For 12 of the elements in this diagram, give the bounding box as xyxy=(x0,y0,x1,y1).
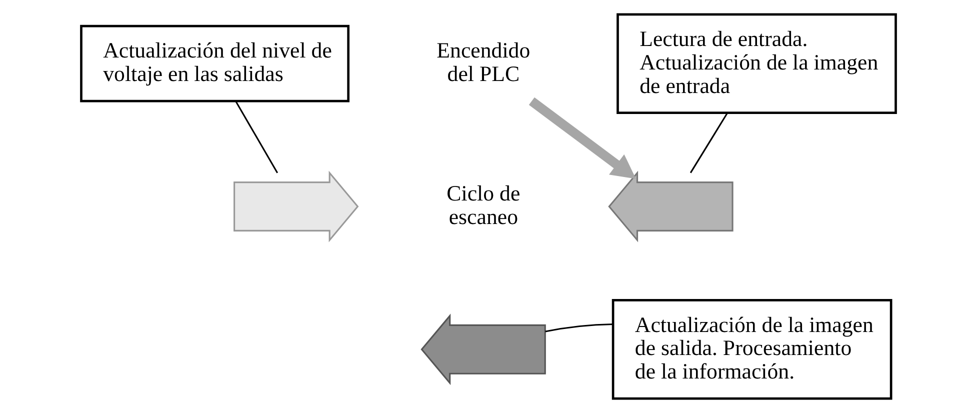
node-box: Actualización del nivel de voltaje en las salidas xyxy=(80,24,350,102)
node-text: Encendido del PLC xyxy=(436,38,530,86)
node-text: Ciclo de escaneo xyxy=(446,182,520,229)
arrow xyxy=(528,97,636,179)
node-arrow xyxy=(234,170,359,242)
connector xyxy=(545,323,613,332)
connector xyxy=(690,112,728,174)
node-arrow xyxy=(608,170,734,242)
node-arrow xyxy=(420,314,546,386)
connector xyxy=(235,100,278,174)
node-box: Lectura de entrada. Actualización de la imagen de entrada xyxy=(616,13,897,114)
node-box: Actualización de la imagen de salida. Procesamiento de la información. xyxy=(612,299,892,400)
